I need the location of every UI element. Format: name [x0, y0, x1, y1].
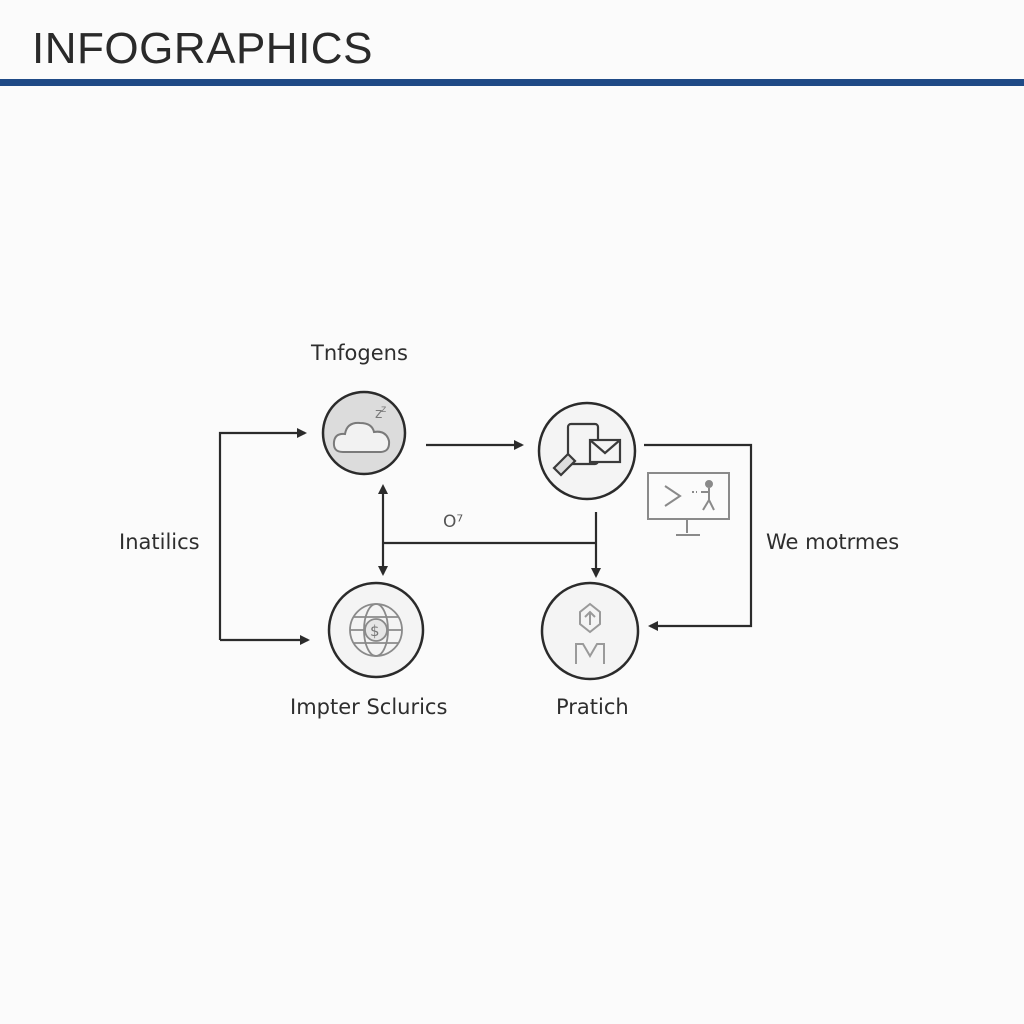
- side-label-left: Inatilics: [119, 530, 200, 554]
- connector-left-bracket-top: [218, 428, 307, 640]
- monitor-presentation-icon: [647, 472, 730, 536]
- page-title: INFOGRAPHICS: [32, 24, 373, 73]
- node-label-bottom-left: Impter Sclurics: [290, 695, 447, 719]
- cloud-icon: z z: [332, 404, 391, 453]
- svg-text:$: $: [370, 622, 380, 640]
- node-bottom-right: [540, 581, 640, 681]
- node-top-right: [537, 401, 637, 501]
- node-label-bottom-right: Pratich: [556, 695, 629, 719]
- node-label-top-left: Tnfogens: [310, 341, 408, 365]
- svg-text:z: z: [381, 404, 386, 415]
- center-label: O⁷: [443, 512, 463, 532]
- document-mail-icon: [552, 422, 622, 477]
- connector-right-bracket: [644, 443, 753, 631]
- person-upload-icon: [575, 602, 605, 664]
- node-bottom-left: $: [327, 581, 425, 679]
- globe-dollar-icon: $: [349, 603, 403, 657]
- side-label-right: We motrmes: [766, 530, 899, 554]
- svg-text:z: z: [375, 406, 382, 422]
- header-rule: [0, 79, 1024, 86]
- node-top-left: z z: [321, 390, 407, 476]
